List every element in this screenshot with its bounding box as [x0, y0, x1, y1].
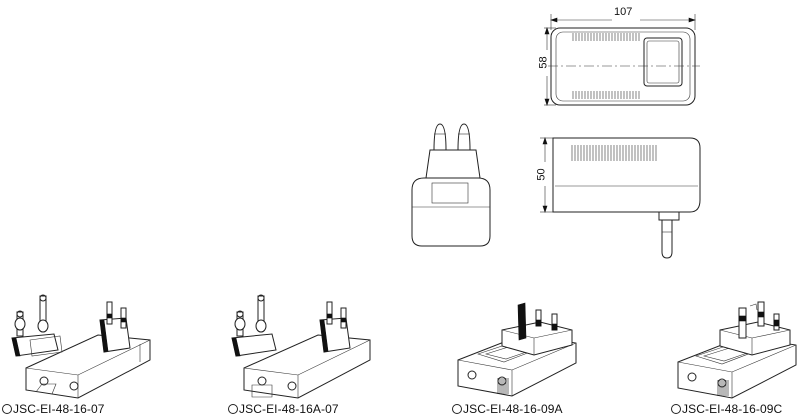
iso-view-model-4 [677, 301, 797, 399]
model-label-text: JSC-EI-48-16-09A [463, 402, 563, 416]
radio-circle-icon [671, 404, 681, 414]
model-option-3[interactable]: JSC-EI-48-16-09A [452, 402, 563, 416]
iso-view-model-3 [457, 302, 577, 397]
model-option-1[interactable]: JSC-EI-48-16-07 [2, 402, 105, 416]
model-option-2[interactable]: JSC-EI-48-16A-07 [228, 402, 339, 416]
depth-dimension-label: 50 [535, 168, 548, 181]
width-dimension-label: 107 [614, 6, 633, 18]
iso-view-model-1 [11, 294, 151, 399]
side-vent-slots [571, 145, 657, 161]
iso-view-model-2 [231, 294, 371, 399]
height-dimension-label: 58 [537, 56, 550, 69]
front-view [411, 123, 491, 247]
model-option-4[interactable]: JSC-EI-48-16-09C [671, 402, 782, 416]
radio-circle-icon [228, 404, 238, 414]
model-label-text: JSC-EI-48-16-07 [13, 402, 105, 416]
radio-circle-icon [452, 404, 462, 414]
model-label-text: JSC-EI-48-16-09C [682, 402, 783, 416]
top-view [544, 14, 700, 106]
model-label-text: JSC-EI-48-16A-07 [239, 402, 339, 416]
side-view [540, 137, 701, 259]
top-vent-slots [572, 33, 640, 99]
radio-circle-icon [2, 404, 12, 414]
